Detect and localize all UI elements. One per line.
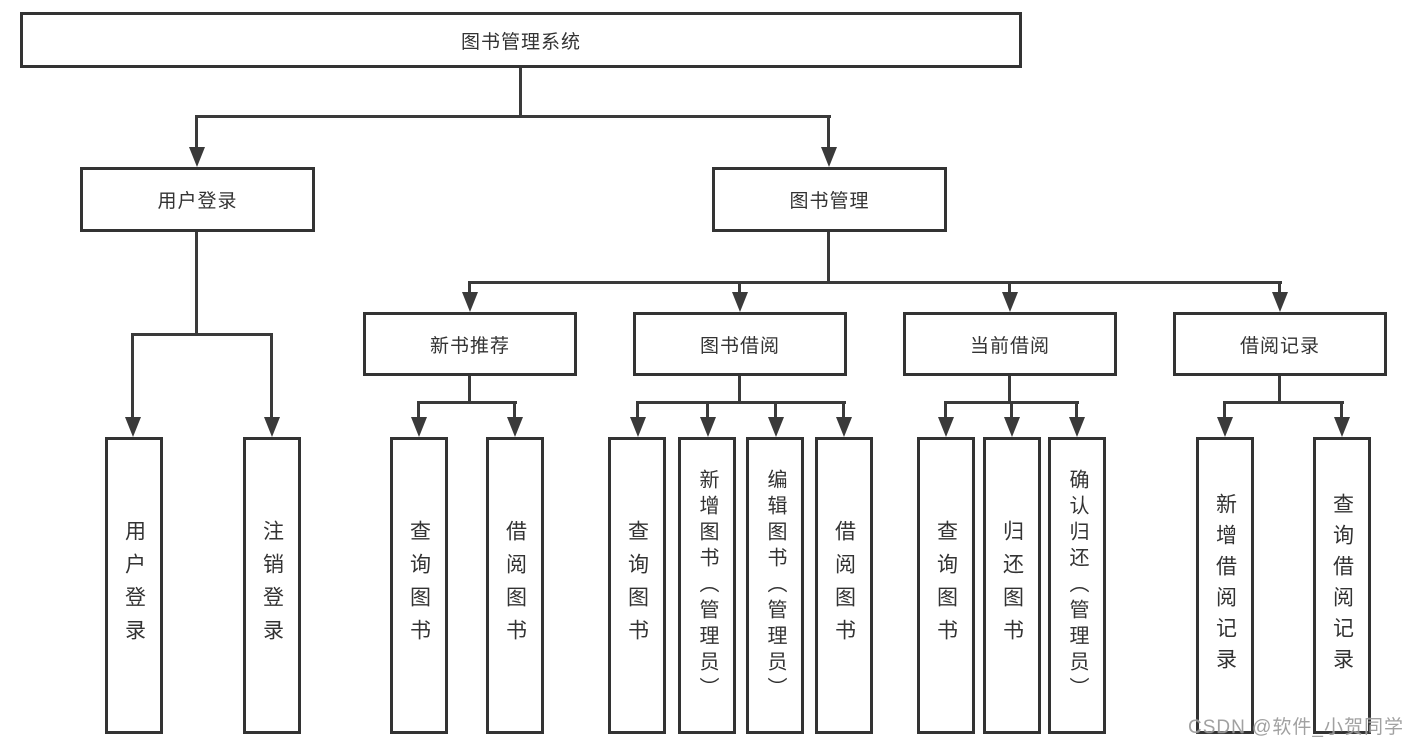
arrowhead-br-leaf2 — [1334, 417, 1350, 437]
connector-drop-br-leaf1 — [1223, 403, 1226, 419]
connector-drop-current-borrow — [1008, 283, 1011, 295]
arrowhead-leaf-logout — [264, 417, 280, 437]
csdn-watermark: CSDN @软件_小贺同学 — [1188, 717, 1404, 738]
leaf-nb-borrow-books: 借阅图书 — [486, 437, 544, 734]
arrowhead-bb-leaf3 — [768, 417, 784, 437]
leaf-bb-borrow-books-label: 借阅图书 — [832, 519, 856, 652]
node-borrow-record: 借阅记录 — [1173, 312, 1387, 376]
connector-new-book-trunk — [468, 376, 471, 403]
node-current-borrow: 当前借阅 — [903, 312, 1117, 376]
node-book-management: 图书管理 — [712, 167, 947, 232]
connector-drop-leaf-login — [131, 335, 134, 419]
arrowhead-bb-leaf2 — [700, 417, 716, 437]
arrowhead-bb-leaf1 — [630, 417, 646, 437]
leaf-bb-borrow-books: 借阅图书 — [815, 437, 873, 734]
arrowhead-cb-leaf3 — [1069, 417, 1085, 437]
leaf-bb-edit-books-admin-label: 编辑图书（管理员） — [764, 468, 786, 703]
leaf-logout: 注销登录 — [243, 437, 301, 734]
arrowhead-leaf-login — [125, 417, 141, 437]
leaf-cb-query-books: 查询图书 — [917, 437, 975, 734]
leaf-bb-query-books: 查询图书 — [608, 437, 666, 734]
leaf-bb-add-books-admin-label: 新增图书（管理员） — [696, 468, 718, 703]
connector-drop-bb-leaf4 — [842, 403, 845, 419]
connector-current-borrow-branch — [944, 401, 1079, 404]
node-new-book-recommend: 新书推荐 — [363, 312, 577, 376]
connector-user-login-trunk — [195, 232, 198, 335]
connector-book-mgmt-trunk — [827, 232, 830, 283]
connector-drop-nb-leaf2 — [513, 403, 516, 419]
arrowhead-new-book — [462, 292, 478, 312]
leaf-bb-query-books-label: 查询图书 — [625, 519, 649, 652]
leaf-nb-query-books: 查询图书 — [390, 437, 448, 734]
connector-book-borrow-branch — [636, 401, 846, 404]
connector-new-book-branch — [417, 401, 517, 404]
leaf-bb-add-books-admin: 新增图书（管理员） — [678, 437, 736, 734]
arrowhead-user-login — [189, 147, 205, 167]
node-book-borrow: 图书借阅 — [633, 312, 847, 376]
arrowhead-cb-leaf2 — [1004, 417, 1020, 437]
leaf-br-query-record: 查询借阅记录 — [1313, 437, 1371, 734]
leaf-cb-confirm-return-admin: 确认归还（管理员） — [1048, 437, 1106, 734]
arrowhead-book-borrow — [732, 292, 748, 312]
connector-level1-branch — [195, 115, 831, 118]
node-user-login-label: 用户登录 — [157, 191, 238, 212]
connector-user-login-branch — [131, 333, 273, 336]
node-root: 图书管理系统 — [20, 12, 1022, 68]
arrowhead-cb-leaf1 — [938, 417, 954, 437]
connector-borrow-record-trunk — [1278, 376, 1281, 403]
arrowhead-current-borrow — [1002, 292, 1018, 312]
arrowhead-borrow-record — [1272, 292, 1288, 312]
leaf-cb-confirm-return-admin-label: 确认归还（管理员） — [1066, 468, 1088, 703]
connector-drop-nb-leaf1 — [417, 403, 420, 419]
leaf-user-login: 用户登录 — [105, 437, 163, 734]
node-user-login: 用户登录 — [80, 167, 315, 232]
node-new-book-recommend-label: 新书推荐 — [429, 335, 510, 357]
node-book-borrow-label: 图书借阅 — [699, 335, 780, 357]
connector-drop-cb-leaf1 — [944, 403, 947, 419]
leaf-bb-edit-books-admin: 编辑图书（管理员） — [746, 437, 804, 734]
connector-current-borrow-trunk — [1008, 376, 1011, 403]
connector-drop-bb-leaf3 — [774, 403, 777, 419]
connector-drop-leaf-logout — [270, 335, 273, 419]
connector-drop-br-leaf2 — [1340, 403, 1343, 419]
arrowhead-nb-leaf1 — [411, 417, 427, 437]
connector-drop-bb-leaf2 — [706, 403, 709, 419]
leaf-cb-return-books: 归还图书 — [983, 437, 1041, 734]
connector-drop-cb-leaf3 — [1075, 403, 1078, 419]
node-current-borrow-label: 当前借阅 — [969, 335, 1050, 357]
connector-drop-book-borrow — [738, 283, 741, 295]
arrowhead-nb-leaf2 — [507, 417, 523, 437]
connector-drop-bb-leaf1 — [636, 403, 639, 419]
arrowhead-book-management — [821, 147, 837, 167]
node-borrow-record-label: 借阅记录 — [1239, 335, 1320, 357]
leaf-br-query-record-label: 查询借阅记录 — [1330, 492, 1354, 679]
connector-book-borrow-trunk — [738, 376, 741, 403]
connector-drop-user-login — [195, 117, 198, 149]
leaf-br-add-record-label: 新增借阅记录 — [1213, 492, 1237, 679]
leaf-br-add-record: 新增借阅记录 — [1196, 437, 1254, 734]
leaf-nb-borrow-books-label: 借阅图书 — [503, 519, 527, 652]
connector-borrow-record-branch — [1223, 401, 1344, 404]
leaf-user-login-label: 用户登录 — [122, 519, 146, 652]
arrowhead-bb-leaf4 — [836, 417, 852, 437]
node-root-label: 图书管理系统 — [460, 31, 581, 53]
leaf-cb-query-books-label: 查询图书 — [934, 519, 958, 652]
arrowhead-br-leaf1 — [1217, 417, 1233, 437]
connector-drop-cb-leaf2 — [1010, 403, 1013, 419]
connector-drop-new-book — [468, 283, 471, 295]
connector-drop-book-management — [827, 117, 830, 149]
connector-drop-borrow-record — [1278, 283, 1281, 295]
connector-level3-branch — [468, 281, 1282, 284]
connector-root-trunk — [519, 68, 522, 117]
node-book-management-label: 图书管理 — [789, 191, 870, 212]
leaf-nb-query-books-label: 查询图书 — [407, 519, 431, 652]
leaf-logout-label: 注销登录 — [260, 519, 284, 652]
leaf-cb-return-books-label: 归还图书 — [1000, 519, 1024, 652]
